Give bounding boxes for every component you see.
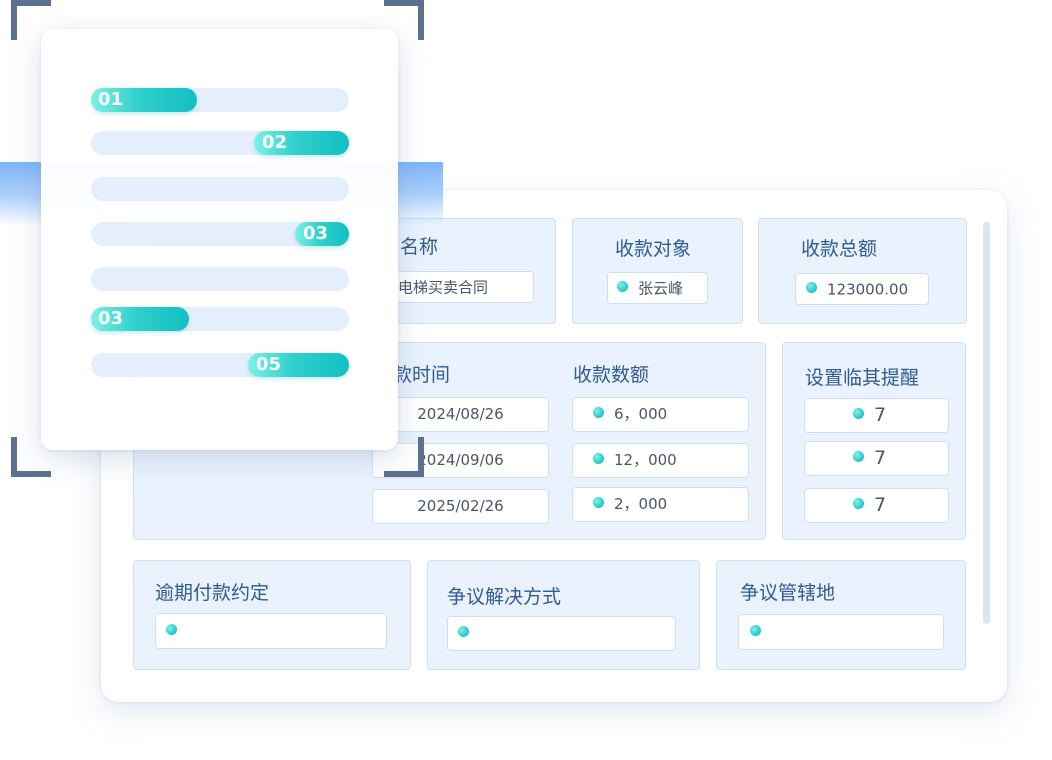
corner-bracket-bottom-left-icon [11, 437, 51, 477]
dispute-resolution-field[interactable] [447, 616, 676, 651]
overdue-payment-field[interactable] [155, 613, 387, 649]
reminder-value: 7 [874, 447, 887, 469]
status-dot-icon [853, 498, 864, 509]
status-dot-icon [853, 451, 864, 462]
progress-fill-pill: 03 [91, 307, 189, 331]
payment-amount-field-3[interactable]: 2，000 [572, 487, 749, 522]
jurisdiction-field[interactable] [738, 614, 944, 650]
overdue-payment-label: 逾期付款约定 [155, 582, 270, 604]
corner-bracket-top-right-icon [384, 0, 424, 40]
reminder-section: 设置临其提醒 7 7 7 [782, 342, 966, 540]
payment-amount-field-2[interactable]: 12，000 [572, 443, 749, 478]
reminder-value: 7 [874, 494, 887, 516]
progress-track [91, 267, 349, 291]
total-amount-value: 123000.00 [827, 280, 909, 299]
status-dot-icon [853, 408, 864, 419]
total-amount-field[interactable]: 123000.00 [795, 273, 929, 305]
dispute-resolution-label: 争议解决方式 [447, 586, 562, 608]
progress-fill-pill: 02 [254, 131, 349, 155]
status-dot-icon [593, 407, 604, 418]
payment-date-field-3[interactable]: 2025/02/26 [372, 489, 549, 524]
status-dot-icon [617, 281, 628, 292]
payee-value: 张云峰 [638, 279, 684, 298]
payment-amount-value: 6，000 [614, 405, 668, 423]
step-number-label: 03 [98, 308, 124, 329]
progress-track [91, 177, 349, 201]
corner-bracket-top-left-icon [11, 0, 51, 40]
step-number-label: 03 [303, 223, 329, 244]
dispute-resolution-section: 争议解决方式 [427, 560, 700, 670]
step-number-label: 05 [256, 354, 282, 375]
progress-fill-pill: 03 [295, 222, 349, 246]
payee-section: 收款对象 张云峰 [572, 218, 743, 324]
reminder-value: 7 [874, 404, 887, 426]
payment-amount-label: 收款数额 [573, 364, 650, 386]
reminder-field-1[interactable]: 7 [804, 398, 949, 433]
jurisdiction-label: 争议管辖地 [740, 582, 836, 604]
payment-date-value: 2024/08/26 [417, 405, 504, 423]
overdue-payment-section: 逾期付款约定 [133, 560, 411, 670]
status-dot-icon [166, 624, 177, 635]
progress-fill-pill: 05 [248, 353, 349, 377]
payment-date-value: 2024/09/06 [417, 451, 504, 469]
payment-amount-value: 12，000 [614, 451, 677, 469]
payee-field[interactable]: 张云峰 [607, 272, 708, 304]
step-number-label: 01 [98, 89, 124, 110]
status-dot-icon [458, 626, 469, 637]
corner-bracket-bottom-right-icon [384, 437, 424, 477]
total-amount-label: 收款总额 [801, 238, 878, 260]
jurisdiction-section: 争议管辖地 [716, 560, 966, 670]
payment-time-label: 款时间 [393, 364, 451, 386]
reminder-field-2[interactable]: 7 [804, 441, 949, 476]
reminder-label: 设置临其提醒 [805, 367, 920, 389]
payment-date-value: 2025/02/26 [417, 497, 504, 515]
status-dot-icon [750, 625, 761, 636]
status-dot-icon [806, 282, 817, 293]
progress-fill-pill: 01 [91, 88, 197, 112]
step-number-label: 02 [262, 132, 288, 153]
payee-label: 收款对象 [615, 238, 692, 260]
total-amount-section: 收款总额 123000.00 [758, 218, 967, 324]
contract-name-value: 电梯买卖合同 [398, 278, 489, 297]
status-dot-icon [593, 497, 604, 508]
payment-amount-field-1[interactable]: 6，000 [572, 397, 749, 432]
reminder-field-3[interactable]: 7 [804, 488, 949, 523]
status-dot-icon [593, 453, 604, 464]
contract-name-label: 名称 [400, 236, 439, 258]
payment-date-field-1[interactable]: 2024/08/26 [372, 397, 549, 432]
vertical-scrollbar[interactable] [983, 222, 990, 624]
payment-amount-value: 2，000 [614, 495, 668, 513]
contract-name-field[interactable]: 电梯买卖合同 [391, 271, 534, 303]
